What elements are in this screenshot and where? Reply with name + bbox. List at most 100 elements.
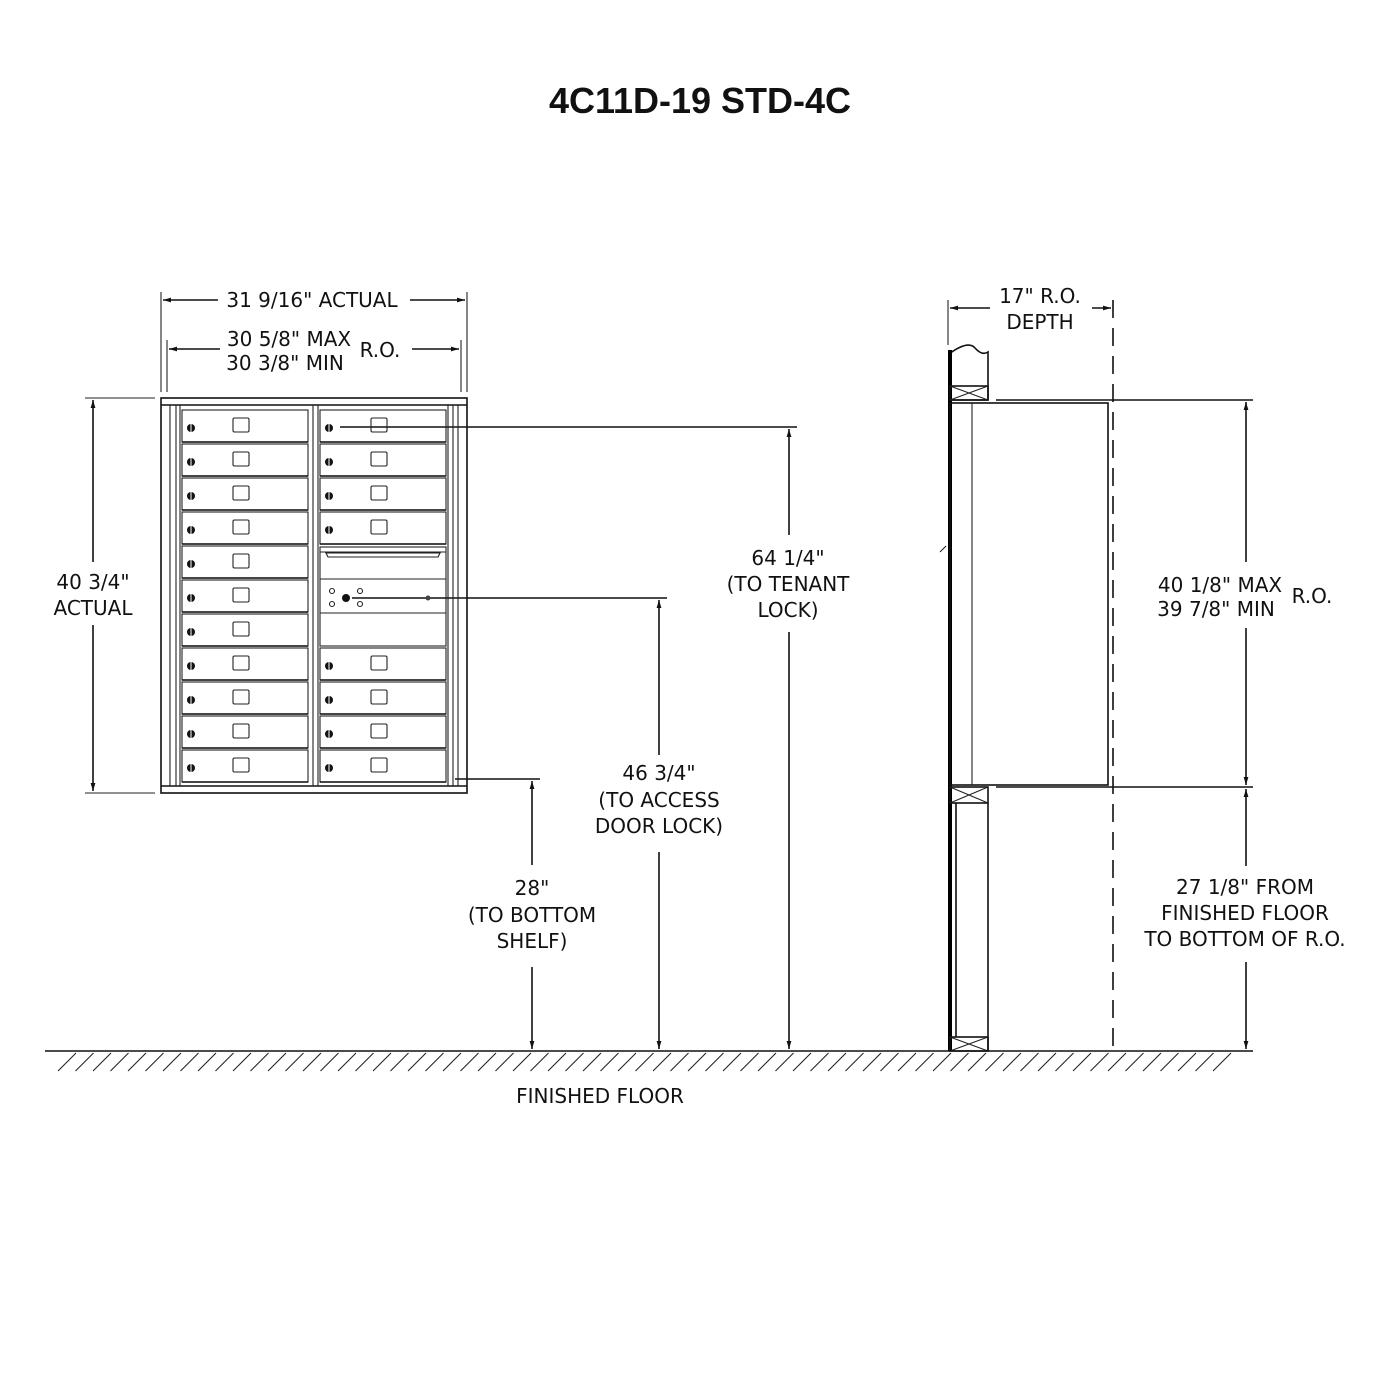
floor-hatch <box>1195 1052 1214 1072</box>
floor-hatch <box>372 1052 392 1072</box>
floor-hatch <box>512 1052 532 1072</box>
floor-hatch <box>932 1052 952 1072</box>
floor-hatch <box>250 1052 269 1072</box>
card-holder <box>232 587 250 603</box>
height-actual-value: 40 3/4" <box>56 570 129 594</box>
floor-hatch <box>320 1052 339 1072</box>
floor-hatch <box>582 1052 602 1072</box>
floor-hatch <box>477 1052 497 1072</box>
floor-hatch <box>57 1052 77 1072</box>
lock-icon <box>187 525 195 535</box>
lock-icon <box>325 491 333 501</box>
floor-hatch <box>985 1052 1004 1072</box>
floor-hatch <box>407 1052 427 1072</box>
floor-hatch <box>967 1052 987 1072</box>
tenant-door[interactable] <box>181 545 309 579</box>
lock-icon <box>187 695 195 705</box>
floor-hatch <box>862 1052 882 1072</box>
floor-hatch <box>827 1052 847 1072</box>
access-lock-label-2: DOOR LOCK) <box>595 814 723 838</box>
tenant-door[interactable] <box>319 681 447 715</box>
tenant-door[interactable] <box>181 477 309 511</box>
floor-hatch <box>355 1052 374 1072</box>
card-holder <box>370 451 388 467</box>
front-dimensions: 31 9/16" ACTUAL 30 5/8" MAX 30 3/8" MIN … <box>54 288 851 1049</box>
lock-icon <box>187 593 195 603</box>
floor-hatch <box>617 1052 637 1072</box>
tenant-door[interactable] <box>319 647 447 681</box>
tenant-door[interactable] <box>319 749 447 783</box>
card-holder <box>232 723 250 739</box>
floor-hatch <box>232 1052 252 1072</box>
tenant-door[interactable] <box>319 409 447 443</box>
floor-hatch <box>915 1052 934 1072</box>
access-panel <box>319 546 447 647</box>
tenant-door[interactable] <box>319 477 447 511</box>
card-holder <box>232 485 250 501</box>
side-ro-label: R.O. <box>1292 584 1333 608</box>
tenant-door[interactable] <box>319 443 447 477</box>
floor-hatch <box>337 1052 357 1072</box>
tenant-door[interactable] <box>319 511 447 545</box>
side-ro-min: 39 7/8" MIN <box>1157 597 1275 621</box>
floor-hatch <box>810 1052 829 1072</box>
lock-icon <box>187 423 195 433</box>
floor-hatch <box>547 1052 567 1072</box>
tenant-lock-label-1: (TO TENANT <box>727 572 851 596</box>
floor-hatch <box>950 1052 969 1072</box>
floor-hatch <box>652 1052 672 1072</box>
floor-hatch <box>1055 1052 1074 1072</box>
floor-hatch <box>845 1052 864 1072</box>
ro-max-label: 30 5/8" MAX <box>227 327 351 351</box>
height-actual-label: ACTUAL <box>54 596 134 620</box>
tenant-door[interactable] <box>319 715 447 749</box>
tenant-door[interactable] <box>181 409 309 443</box>
tenant-door[interactable] <box>181 443 309 477</box>
floor-hatch <box>1160 1052 1179 1072</box>
floor-hatch <box>162 1052 182 1072</box>
depth-value: 17" R.O. <box>999 284 1081 308</box>
tenant-door[interactable] <box>181 511 309 545</box>
depth-label: DEPTH <box>1006 310 1073 334</box>
drawing-title: 4C11D-19 STD-4C <box>549 80 851 121</box>
floor-hatch <box>302 1052 322 1072</box>
tenant-door[interactable] <box>181 715 309 749</box>
ro-label: R.O. <box>360 338 401 362</box>
card-holder <box>370 689 388 705</box>
access-lock-height: 46 3/4" <box>622 761 695 785</box>
floor-hatch <box>635 1052 654 1072</box>
bottom-shelf-label-1: (TO BOTTOM <box>468 903 596 927</box>
floor-hatch <box>600 1052 619 1072</box>
floor-hatch <box>722 1052 742 1072</box>
floor-hatch <box>145 1052 164 1072</box>
tenant-door[interactable] <box>181 579 309 613</box>
tenant-door[interactable] <box>181 613 309 647</box>
floor-hatch <box>495 1052 514 1072</box>
floor-hatch <box>110 1052 129 1072</box>
floor-hatch <box>792 1052 812 1072</box>
lock-icon <box>325 423 333 433</box>
floor-hatch <box>880 1052 899 1072</box>
tenant-door[interactable] <box>181 647 309 681</box>
floor-hatch <box>1090 1052 1109 1072</box>
lock-icon <box>325 695 333 705</box>
floor-hatch <box>1072 1052 1092 1072</box>
floor-hatch <box>1020 1052 1039 1072</box>
card-holder <box>370 519 388 535</box>
floor-hatch <box>215 1052 234 1072</box>
lock-icon <box>187 763 195 773</box>
card-holder <box>370 655 388 671</box>
floor-hatch <box>1107 1052 1127 1072</box>
floor-hatch <box>775 1052 794 1072</box>
access-door-lock <box>328 587 431 608</box>
card-holder <box>370 417 388 433</box>
mailbox-side <box>949 402 1109 786</box>
tenant-door[interactable] <box>181 681 309 715</box>
lock-icon <box>187 491 195 501</box>
floor-hatch <box>1125 1052 1144 1072</box>
tenant-door[interactable] <box>181 749 309 783</box>
width-actual-label: 31 9/16" ACTUAL <box>226 288 398 312</box>
lock-icon <box>187 457 195 467</box>
card-holder <box>232 519 250 535</box>
